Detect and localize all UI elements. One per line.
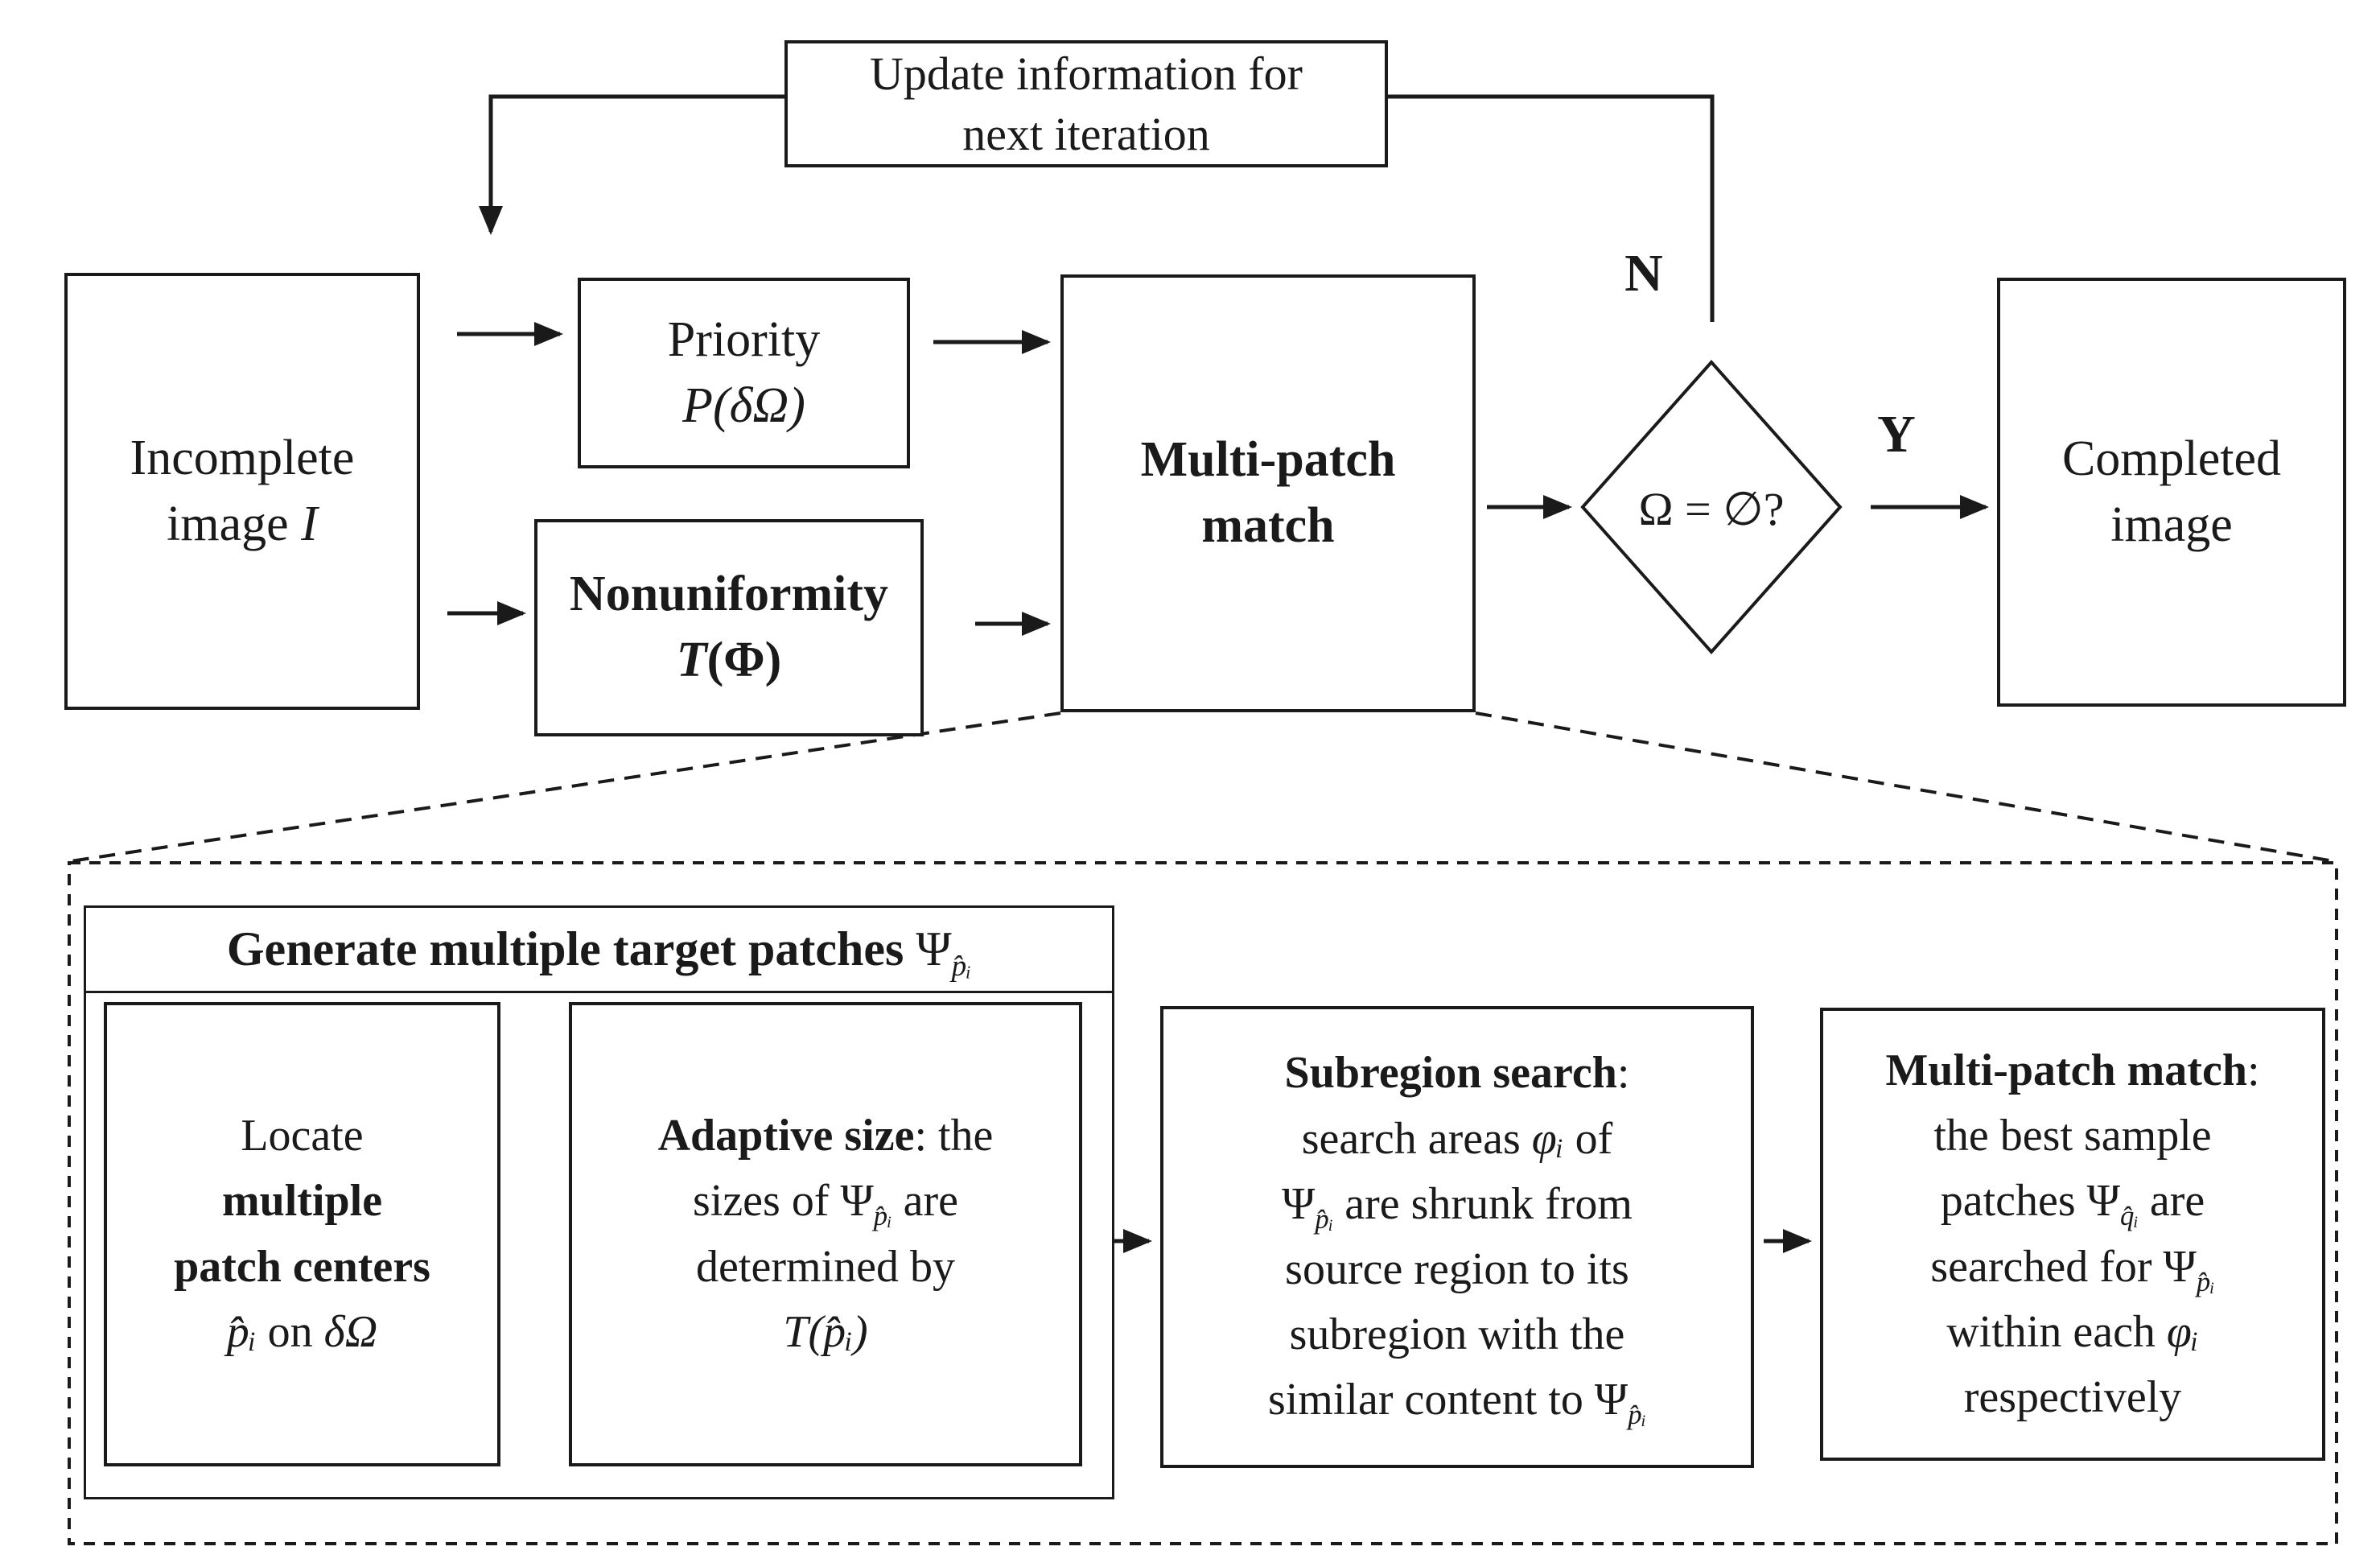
priority-box: Priority P(δΩ) (578, 278, 910, 468)
completed-line1: Completed (2061, 431, 2282, 486)
locate-line3: patch centers (174, 1241, 430, 1292)
update-info-line2: next iteration (962, 108, 1210, 160)
match-line6: respectively (1963, 1371, 2182, 1422)
feedback-line-right (1388, 94, 1715, 322)
subregion-line5: subregion with the (1289, 1309, 1625, 1360)
multipatch-match-box: Multi-patch match (1060, 274, 1476, 712)
detail-panel-dashed-border (68, 861, 2338, 1545)
match-line2: the best sample (1933, 1111, 2212, 1161)
multipatch-line2: match (1201, 498, 1335, 553)
match-line1: Multi-patch match: (1885, 1045, 2260, 1095)
nonuniformity-math: T(Φ) (676, 633, 782, 687)
locate-line2: multiple (221, 1176, 383, 1227)
match-line4: searched for Ψp̂ᵢ (1930, 1241, 2215, 1297)
match-line5: within each φᵢ (1946, 1306, 2199, 1357)
completed-line2: image (2110, 497, 2233, 552)
match-line3: patches Ψq̂ᵢ are (1940, 1176, 2205, 1232)
subregion-search-box: Subregion search: search areas φᵢ of Ψp̂… (1160, 1006, 1754, 1468)
adaptive-size-box: Adaptive size: the sizes of Ψp̂ᵢ are det… (569, 1002, 1082, 1466)
adaptive-line3: determined by (696, 1241, 955, 1292)
locate-line4: p̂ᵢ on δΩ (226, 1306, 378, 1357)
priority-title: Priority (667, 311, 821, 367)
subregion-line3: Ψp̂ᵢ are shrunk from (1282, 1178, 1633, 1235)
decision-condition: Ω = ∅? (1638, 483, 1785, 535)
locate-line1: Locate (241, 1111, 364, 1161)
incomplete-image-box: Incomplete image I (64, 273, 420, 710)
subregion-line6: similar content to Ψp̂ᵢ (1267, 1375, 1647, 1431)
multipatch-line1: Multi-patch (1140, 432, 1396, 488)
expansion-dash-left (70, 711, 1061, 863)
update-info-box: Update information for next iteration (784, 40, 1388, 167)
generate-group-header: Generate multiple target patches Ψp̂ᵢ (86, 908, 1112, 993)
completed-image-box: Completed image (1997, 278, 2346, 707)
priority-math: P(δΩ) (682, 377, 805, 433)
subregion-line4: source region to its (1285, 1244, 1629, 1294)
decision-diamond-shape (1580, 359, 1843, 655)
nonuniformity-box: Nonuniformity T(Φ) (534, 519, 924, 736)
locate-patch-centers-box: Locate multiple patch centers p̂ᵢ on δΩ (104, 1002, 500, 1466)
multipatch-match-detail-box: Multi-patch match: the best sample patch… (1820, 1008, 2325, 1461)
branch-label-no: N (1624, 244, 1663, 303)
incomplete-line1: Incomplete (130, 430, 355, 485)
subregion-line2: search areas φᵢ of (1301, 1113, 1613, 1164)
feedback-arrow-left (479, 94, 784, 235)
update-info-line1: Update information for (870, 47, 1303, 100)
adaptive-line2: sizes of Ψp̂ᵢ are (692, 1176, 959, 1232)
branch-label-yes: Y (1877, 405, 1916, 464)
incomplete-line2: image I (167, 496, 318, 551)
expansion-dash-right (1475, 711, 2334, 863)
adaptive-line4: T(p̂ᵢ) (783, 1306, 868, 1357)
adaptive-line1: Adaptive size: the (657, 1111, 994, 1161)
subregion-line1: Subregion search: (1284, 1048, 1630, 1099)
nonuniformity-title: Nonuniformity (569, 567, 889, 622)
